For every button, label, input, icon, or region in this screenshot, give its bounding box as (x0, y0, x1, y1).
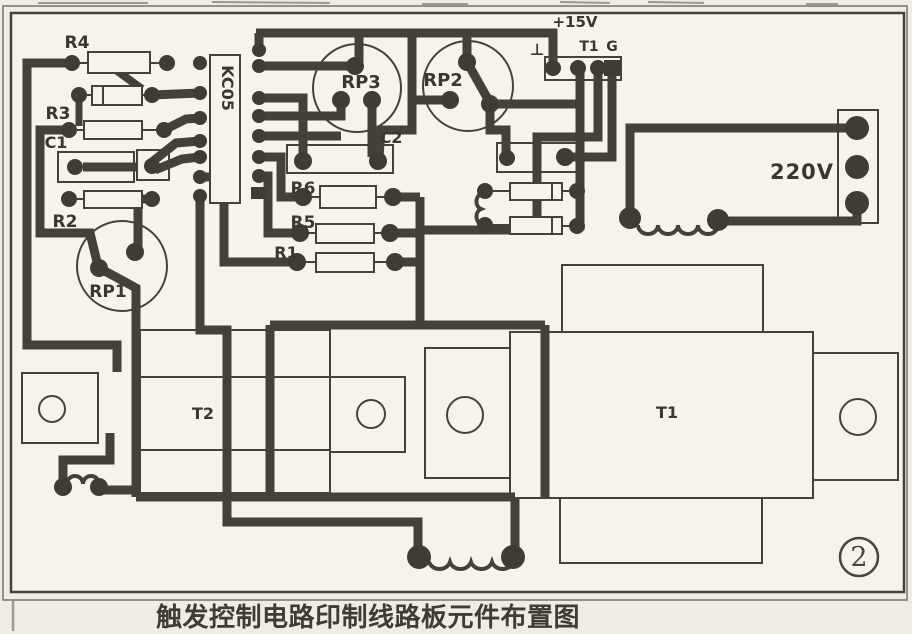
trace (422, 70, 603, 235)
label-t1: T1 (656, 403, 678, 422)
scan-noise (11, 1, 838, 631)
coil-icon (474, 192, 487, 226)
small-component-body (136, 149, 170, 181)
label-ground: ⊥ (530, 40, 545, 59)
label-kc05: KC05 (218, 65, 237, 111)
coil-icon (427, 555, 515, 571)
trigger-terminal-block (544, 56, 622, 81)
trace (151, 88, 201, 100)
resistor-r6-body (319, 185, 377, 209)
resistor-r1-body (315, 252, 375, 273)
label-220v: 220V (770, 160, 834, 184)
winding-coils (65, 192, 720, 571)
trace (485, 104, 511, 153)
resistor-r5-body (315, 223, 375, 244)
label-rp3: RP3 (341, 72, 381, 93)
trace (259, 152, 303, 202)
label-r4: R4 (65, 33, 90, 53)
ic-kc05-body (209, 54, 241, 204)
pin1-square-pad (251, 187, 267, 199)
trace (149, 136, 201, 166)
solder-pads (54, 43, 869, 569)
label-rp1: RP1 (89, 282, 126, 302)
diode-body (91, 85, 143, 106)
mains-terminal-block (837, 109, 879, 224)
label-r2: R2 (53, 212, 78, 232)
potentiometer-rp3-body (312, 43, 402, 133)
capacitor-c2-body (286, 144, 394, 174)
coil-icon (65, 474, 101, 485)
resistor-r4-body (87, 51, 151, 74)
trace (374, 33, 417, 158)
figure-number-badge: 2 (838, 536, 880, 578)
resistor-r2-body (83, 190, 143, 209)
component-outlines (21, 40, 899, 564)
pulse-component-body (496, 142, 581, 173)
coil-icon (636, 224, 720, 236)
trace (195, 196, 423, 550)
trace (22, 58, 122, 372)
label-t1-terminal: T1 (579, 39, 598, 55)
potentiometer-rp2-body (422, 40, 514, 132)
label-r5: R5 (291, 213, 316, 233)
reference-labels: R4 R3 C1 R2 RP1 KC05 RP3 RP2 C2 R6 R5 R1… (45, 13, 834, 423)
figure-caption: 触发控制电路印制线路板元件布置图 (156, 602, 580, 633)
figure-number: 2 (850, 542, 867, 573)
capacitor-c1-body (57, 151, 135, 183)
label-c1: C1 (45, 133, 68, 152)
label-c2: C2 (380, 128, 403, 147)
label-r3: R3 (46, 104, 71, 124)
label-t2: T2 (192, 404, 214, 423)
label-plus15v: +15V (552, 13, 597, 31)
trace (58, 433, 115, 487)
label-rp2: RP2 (423, 70, 463, 91)
label-gate-terminal: G (606, 39, 618, 55)
diode-body (509, 182, 563, 201)
transformer-t1-footprint (424, 264, 899, 564)
potentiometer-rp1-body (76, 220, 168, 312)
label-r6: R6 (291, 179, 316, 199)
trace (35, 125, 102, 264)
diode-body (509, 216, 563, 235)
trace (568, 70, 617, 162)
trace (625, 123, 855, 216)
resistor-r3-body (83, 120, 143, 140)
transformer-t2-footprint (21, 329, 406, 494)
label-r1: R1 (274, 243, 297, 262)
gate-square-pad (604, 60, 620, 76)
